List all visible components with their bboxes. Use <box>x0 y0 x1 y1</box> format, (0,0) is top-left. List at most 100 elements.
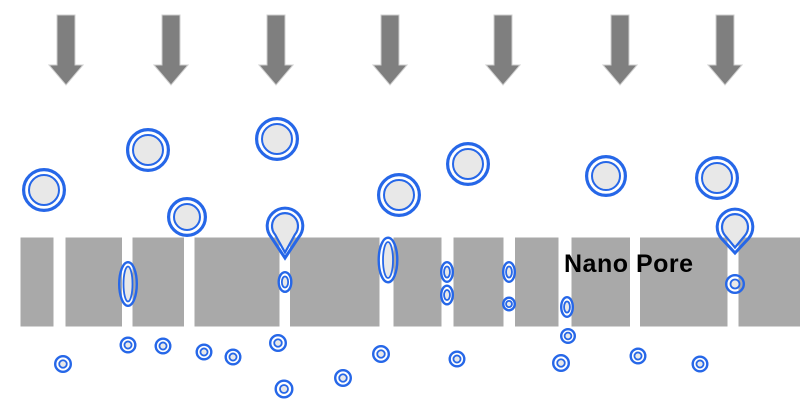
teardrop-outer-ring <box>715 207 755 256</box>
membrane-block <box>393 237 442 327</box>
membrane-block <box>132 237 184 327</box>
squeezed-particle <box>502 296 517 312</box>
filtered-particle-inner-ring <box>556 358 566 368</box>
squeezed-particle-inner-ring <box>563 300 571 314</box>
filtered-particle-outer-ring <box>629 347 647 365</box>
filtered-particle-outer-ring <box>552 354 571 373</box>
squeezed-particle <box>117 261 138 308</box>
membrane-block <box>194 237 280 327</box>
filtered-particle-outer-ring <box>691 355 709 373</box>
filtered-particle-outer-ring <box>154 337 172 355</box>
squeezed-particle <box>560 296 575 319</box>
squeezed-particle <box>277 271 293 294</box>
filtered-particle <box>274 379 294 399</box>
squeezed-particle-inner-ring <box>280 275 290 289</box>
suspended-particle-outer-ring <box>377 173 422 218</box>
membrane-block <box>290 237 380 327</box>
filtered-particle-inner-ring <box>376 349 386 359</box>
suspended-particle <box>255 116 300 161</box>
squeezed-particle-outer-ring <box>560 296 575 319</box>
suspended-particle-inner-ring <box>173 203 201 231</box>
filtered-particle-outer-ring <box>274 379 294 399</box>
filtered-particle <box>224 348 242 366</box>
filtered-particle <box>372 345 391 364</box>
suspended-particle-outer-ring <box>446 142 491 187</box>
suspended-particle-inner-ring <box>132 134 164 166</box>
filtered-particle-outer-ring <box>119 336 137 354</box>
squeezed-particle-outer-ring <box>277 271 293 294</box>
suspended-particle <box>167 197 208 238</box>
squeezed-particle <box>502 261 517 284</box>
suspended-particle <box>584 155 627 198</box>
filtered-particle <box>691 355 709 373</box>
membrane-block <box>453 237 504 327</box>
suspended-particle-inner-ring <box>591 161 621 191</box>
squeezed-particle-outer-ring <box>117 261 138 308</box>
flow-arrow <box>152 14 190 86</box>
membrane-block <box>65 237 122 327</box>
suspended-particle <box>125 128 170 173</box>
squeezed-particle <box>440 261 455 284</box>
particles-layer <box>22 116 755 399</box>
filtered-particle <box>269 334 288 353</box>
flow-arrow <box>371 14 409 86</box>
membrane-block <box>20 237 54 327</box>
filtered-particle <box>448 350 466 368</box>
squeezed-particle-inner-ring <box>443 289 451 301</box>
suspended-particle <box>446 142 491 187</box>
suspended-particle-outer-ring <box>694 156 739 201</box>
squeezed-particle <box>725 274 746 295</box>
flow-arrow <box>601 14 639 86</box>
membrane-layer <box>20 237 800 327</box>
filtered-particle-outer-ring <box>195 343 213 361</box>
filtered-particle <box>560 328 577 345</box>
filtered-particle-inner-ring <box>273 338 283 348</box>
filtered-particle-inner-ring <box>695 359 705 369</box>
filtered-particle-outer-ring <box>54 355 73 374</box>
filtered-particle <box>119 336 137 354</box>
suspended-particle <box>22 168 66 213</box>
suspended-particle-outer-ring <box>584 155 627 198</box>
squeezed-particle-outer-ring <box>502 261 517 284</box>
filtered-particle <box>629 347 647 365</box>
squeezed-particle-inner-ring <box>443 265 451 279</box>
teardrop-outer-ring <box>265 206 305 261</box>
suspended-particle-outer-ring <box>167 197 208 238</box>
filtered-particle-outer-ring <box>448 350 466 368</box>
filtered-particle <box>195 343 213 361</box>
filtered-particle-outer-ring <box>560 328 577 345</box>
suspended-particle <box>694 156 739 201</box>
membrane-block <box>515 237 559 327</box>
filtered-particle-outer-ring <box>224 348 242 366</box>
membrane-block <box>738 237 800 327</box>
squeezed-particle-inner-ring <box>505 299 513 309</box>
filtered-particle-outer-ring <box>372 345 391 364</box>
squeezed-particle-outer-ring <box>440 261 455 284</box>
squeezed-particle <box>377 236 399 284</box>
teardrop-inner-ring <box>720 213 750 250</box>
filtered-particle-inner-ring <box>452 354 462 364</box>
membrane-block <box>640 237 728 327</box>
filtered-particle-outer-ring <box>269 334 288 353</box>
teardrop-inner-ring <box>270 212 300 255</box>
suspended-particle <box>377 173 422 218</box>
squeezed-particle-outer-ring <box>377 236 399 284</box>
squeezed-particle-inner-ring <box>505 265 513 279</box>
filtered-particle-inner-ring <box>563 331 573 341</box>
filtered-particle-inner-ring <box>338 373 348 383</box>
suspended-particle-outer-ring <box>22 168 66 213</box>
flow-arrows-layer <box>47 14 744 86</box>
flow-arrow <box>484 14 522 86</box>
squeezed-particle-inner-ring <box>729 278 741 290</box>
filtered-particle-inner-ring <box>158 341 168 351</box>
filtered-particle-inner-ring <box>58 359 68 369</box>
membrane-block <box>571 237 630 327</box>
squeezed-particle-inner-ring <box>122 265 134 303</box>
flow-arrow <box>257 14 295 86</box>
squeezed-particle <box>440 284 455 306</box>
filtered-particle <box>552 354 571 373</box>
suspended-particle-outer-ring <box>125 128 170 173</box>
filtered-particle-inner-ring <box>279 384 289 394</box>
